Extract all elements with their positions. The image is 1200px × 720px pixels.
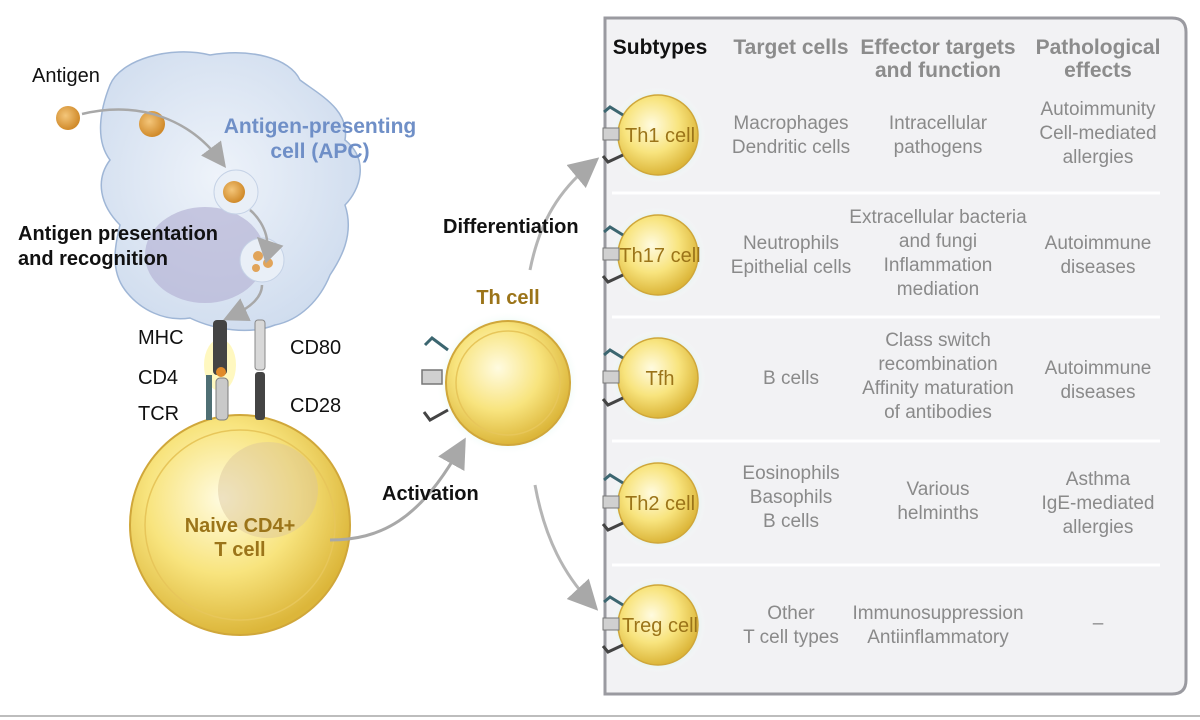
receptor-complex (204, 319, 266, 421)
cd28-label: CD28 (290, 395, 342, 417)
naive-cell-label: Naive CD4+T cell (184, 515, 296, 561)
th1-cell (601, 87, 706, 183)
row-th2-cell: Th2 cell (624, 493, 696, 515)
endosome-lower (239, 237, 285, 283)
differentiation-label: Differentiation (443, 216, 579, 238)
activation-arrow (329, 437, 466, 542)
antigen-label: Antigen (32, 65, 100, 87)
antigen-particles (56, 106, 165, 137)
th-cell-receptors (421, 336, 449, 422)
row-treg-pathological: – (1092, 613, 1104, 634)
row-treg-cell: Treg cell (622, 615, 698, 637)
header-target-cells: Target cells (733, 36, 849, 59)
treg-cell (601, 577, 706, 673)
naive-t-cell-nucleus (218, 442, 318, 538)
tfh-cell (601, 330, 706, 426)
tcr-label: TCR (138, 403, 180, 425)
th-cell-inner (455, 330, 561, 436)
differentiation-arrows (528, 157, 600, 611)
mhc-label: MHC (138, 327, 184, 349)
subtype-cells (601, 87, 706, 673)
cd4-label: CD4 (138, 367, 179, 389)
th-cell (445, 320, 571, 446)
naive-t-cell (129, 414, 351, 636)
th17-cell (601, 207, 706, 303)
internalized-antigen (223, 181, 245, 203)
th2-cell (601, 455, 706, 551)
naive-t-cell-inner (144, 429, 336, 621)
header-subtypes: Subtypes (612, 36, 708, 59)
row-tfh-target: B cells (763, 368, 819, 389)
row-th1-cell: Th1 cell (624, 125, 696, 147)
row-dividers (612, 191, 1160, 567)
cd80-label: CD80 (290, 337, 342, 359)
uptake-arrows (81, 108, 284, 322)
table-panel (603, 16, 1188, 696)
apc-nucleus (145, 207, 265, 303)
row-tfh-cell: Tfh (645, 368, 675, 390)
row-th17-cell: Th17 cell (619, 245, 701, 267)
th-cell-label: Th cell (476, 287, 540, 309)
activation-label: Activation (382, 483, 479, 505)
